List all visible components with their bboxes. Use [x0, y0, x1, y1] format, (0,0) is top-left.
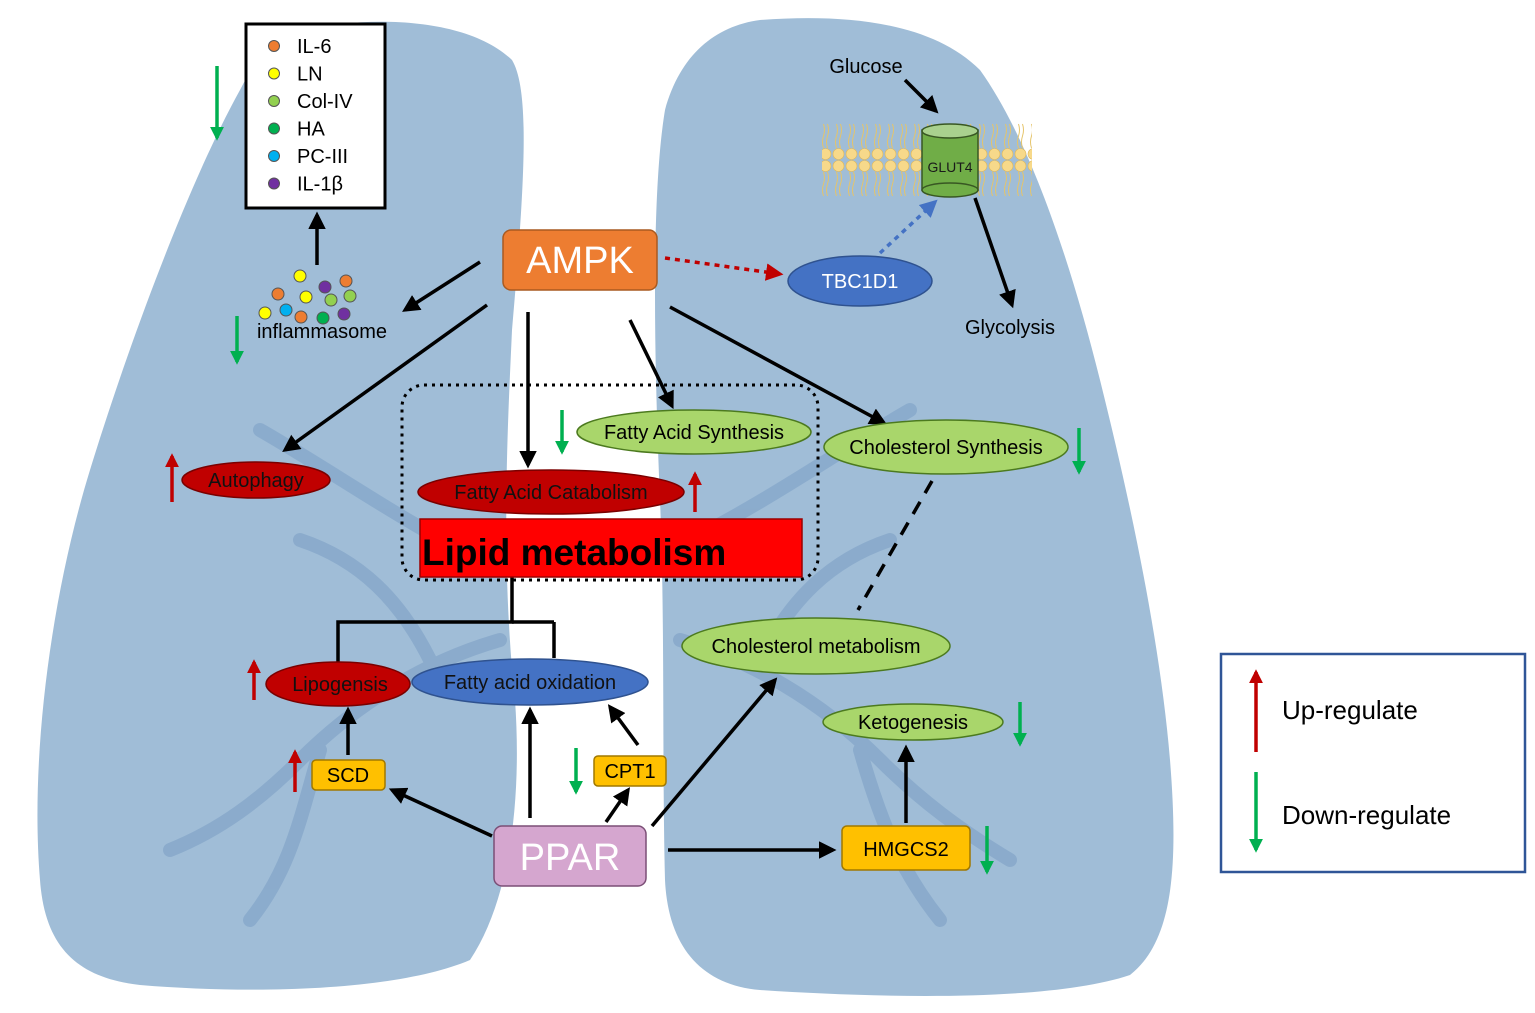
- edge-ampk-to-inflammasome: [402, 260, 481, 312]
- glucose-label: Glucose: [829, 56, 902, 78]
- edge-ppar-to-cholesterol-metabolism: [650, 677, 778, 828]
- lipid-metabolism-node[interactable]: [419, 518, 803, 578]
- lipid-metabolism-label: Lipid metabolism: [422, 532, 726, 573]
- particle-dot: [337, 307, 351, 321]
- inflammasome-label: inflammasome: [257, 321, 387, 343]
- left-lung: [37, 21, 524, 990]
- particle-dot: [316, 311, 330, 325]
- particle-dot: [343, 289, 357, 303]
- biomarker-dot: [268, 150, 280, 162]
- inflammasome-particles: [258, 269, 357, 325]
- biomarker-dot: [268, 177, 280, 190]
- cholesterol-metabolism-node[interactable]: [681, 617, 951, 675]
- lipogenesis-label: Lipogensis: [292, 674, 388, 696]
- edge-tbc1d1-to-glut4: [878, 199, 938, 255]
- biomarker-dot: [268, 67, 280, 80]
- edge-ampk-to-cholesterol-synthesis: [669, 305, 888, 425]
- particle-dot: [318, 280, 332, 294]
- regulation-legend-frame: [1219, 652, 1527, 874]
- cpt1-label: CPT1: [604, 761, 655, 783]
- edge-ampk-to-autophagy: [282, 303, 489, 453]
- biomarker-label: LN: [297, 64, 323, 86]
- lipogenesis-node[interactable]: [265, 661, 411, 707]
- ppar-node[interactable]: [493, 825, 647, 887]
- hmgcs2-node[interactable]: [841, 825, 971, 871]
- autophagy-label: Autophagy: [208, 470, 304, 492]
- lipid-metabolism-frame: [400, 383, 820, 582]
- fatty-acid-synthesis-label: Fatty Acid Synthesis: [604, 422, 784, 444]
- biomarker-dot: [268, 122, 280, 135]
- ampk-label: AMPK: [526, 240, 634, 282]
- glycolysis-label: Glycolysis: [965, 317, 1055, 339]
- edge-ppar-to-cpt1: [604, 787, 630, 823]
- particle-dot: [258, 306, 272, 320]
- ketogenesis-label: Ketogenesis: [858, 712, 968, 734]
- tbc1d1-node[interactable]: [787, 255, 933, 307]
- tbc1d1-label: TBC1D1: [822, 271, 899, 293]
- biomarker-legend: IL-6LN Col-IV HA PC-III IL-1β: [244, 22, 387, 210]
- particle-dot: [293, 269, 307, 283]
- fatty-acid-oxidation-node[interactable]: [411, 658, 649, 706]
- biomarker-label: IL-1β: [297, 174, 343, 196]
- biomarker-legend-frame: [244, 22, 387, 210]
- edge-glut4-to-glycolysis: [973, 197, 1016, 309]
- legend-down-label: Down-regulate: [1282, 800, 1451, 830]
- glut4-channel[interactable]: [921, 123, 979, 198]
- edge-lipid-to-lipogenesis-bracket: [336, 560, 514, 662]
- edge-cpt1-to-fao: [607, 704, 640, 747]
- edge-ppar-to-scd: [388, 787, 493, 838]
- edge-ampk-to-fatty-acid-synthesis: [628, 319, 674, 410]
- biomarker-label: Col-IV: [297, 91, 353, 113]
- fatty-acid-catabolism-node[interactable]: [417, 469, 685, 515]
- glut4-body: [921, 129, 979, 191]
- glut4-label: GLUT4: [927, 159, 972, 175]
- regulation-indicators: [165, 66, 1086, 875]
- biomarker-dot: [268, 95, 280, 107]
- biomarker-legend-items: IL-6LN Col-IV HA PC-III IL-1β: [268, 36, 353, 196]
- particle-dot: [271, 287, 285, 301]
- particle-dot: [299, 290, 313, 304]
- edge-glucose-to-glut4: [903, 78, 939, 114]
- cholesterol-synthesis-label: Cholesterol Synthesis: [849, 437, 1042, 459]
- ampk-node[interactable]: [502, 229, 658, 291]
- biomarker-dot: [268, 40, 280, 52]
- particle-dot: [324, 293, 338, 307]
- ketogenesis-node[interactable]: [822, 703, 1004, 741]
- cholesterol-synthesis-node[interactable]: [823, 419, 1069, 475]
- scd-label: SCD: [327, 765, 369, 787]
- glut4-top: [921, 123, 979, 139]
- glut4-bottom: [921, 182, 979, 198]
- particle-dot: [294, 310, 308, 324]
- cholesterol-metabolism-label: Cholesterol metabolism: [712, 636, 921, 658]
- biomarker-label: HA: [297, 119, 325, 141]
- edge-cholesterol-synthesis-to-metabolism: [856, 480, 934, 611]
- hmgcs2-label: HMGCS2: [863, 839, 949, 861]
- scd-node[interactable]: [311, 759, 386, 791]
- fatty-acid-catabolism-label: Fatty Acid Catabolism: [454, 482, 647, 504]
- regulation-legend: Up-regulate Down-regulate: [1219, 652, 1527, 874]
- fatty-acid-oxidation-label: Fatty acid oxidation: [444, 672, 616, 694]
- biomarker-label: IL-6: [297, 36, 331, 58]
- particle-dot: [279, 303, 293, 317]
- ppar-label: PPAR: [520, 837, 621, 879]
- biomarker-label: PC-III: [297, 146, 348, 168]
- particle-dot: [339, 274, 353, 288]
- autophagy-node[interactable]: [181, 461, 331, 499]
- fatty-acid-synthesis-node[interactable]: [576, 409, 812, 455]
- edges: [282, 78, 1016, 859]
- cpt1-node[interactable]: [593, 755, 667, 787]
- legend-up-label: Up-regulate: [1282, 695, 1418, 725]
- right-lung: [655, 18, 1174, 996]
